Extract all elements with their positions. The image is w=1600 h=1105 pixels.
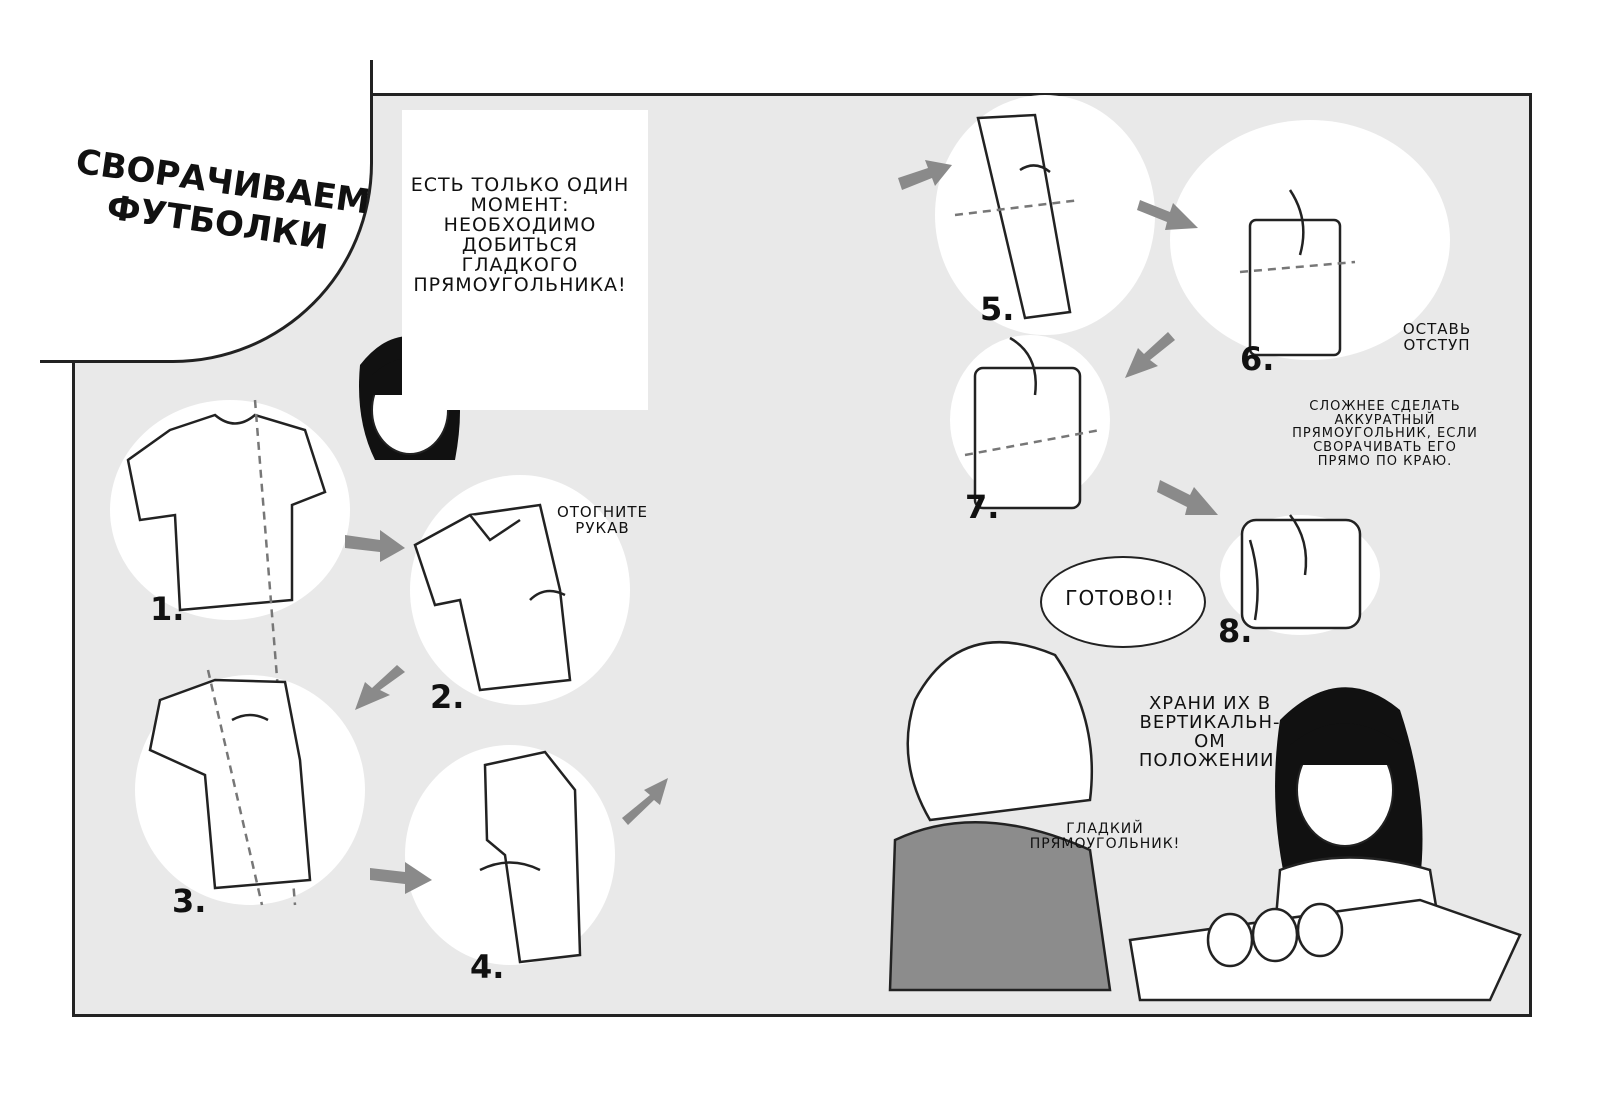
intro-note: Есть только один момент: необходимо доби… xyxy=(410,174,630,296)
blonde-girl-icon xyxy=(888,641,1112,992)
caption-fold-sleeve: Отогните рукав xyxy=(556,503,649,537)
arrow-6-to-7 xyxy=(1125,332,1175,378)
step-number-8: 8. xyxy=(1218,612,1253,650)
arrow-7-to-8 xyxy=(1157,480,1218,515)
caption-done: Готово!! xyxy=(1065,586,1175,610)
caption-leave-gap: Оставь отступ xyxy=(1402,320,1472,354)
arrow-5-to-6 xyxy=(1137,200,1198,230)
step-number-1: 1. xyxy=(150,590,185,628)
step-number-3: 3. xyxy=(172,882,207,920)
storage-basket-icon xyxy=(1128,898,1522,1002)
arrow-2-to-3 xyxy=(355,665,405,710)
arrow-4-to-5 xyxy=(622,778,668,825)
step-number-2: 2. xyxy=(430,678,465,716)
intro-note-box xyxy=(402,110,648,410)
caption-smooth-rectangle: Гладкий прямоугольник! xyxy=(1029,821,1181,852)
tshirt-step7-icon xyxy=(964,336,1101,510)
arrow-5-in xyxy=(898,160,952,190)
step-number-7: 7. xyxy=(965,488,1000,526)
done-bubble xyxy=(1040,556,1206,648)
tshirt-step3-icon xyxy=(148,669,312,906)
step-number-4: 4. xyxy=(470,948,505,986)
caption-store-vertical: Храни их в вертикальн-ом положении. xyxy=(1138,693,1282,771)
arrow-3-to-4 xyxy=(370,862,432,894)
tshirt-step8-icon xyxy=(1240,514,1362,630)
tshirt-step2-icon xyxy=(413,503,572,692)
tshirt-step6-icon xyxy=(1239,189,1356,357)
step-number-5: 5. xyxy=(980,290,1015,328)
caption-hint: Сложнее сделать аккуратный прямоугольник… xyxy=(1292,399,1478,469)
step-number-6: 6. xyxy=(1240,340,1275,378)
arrow-1-to-2 xyxy=(345,530,405,562)
flow-arrows xyxy=(345,160,1218,894)
tshirt-step5-icon xyxy=(954,113,1081,320)
tshirt-step4-icon xyxy=(479,750,582,964)
